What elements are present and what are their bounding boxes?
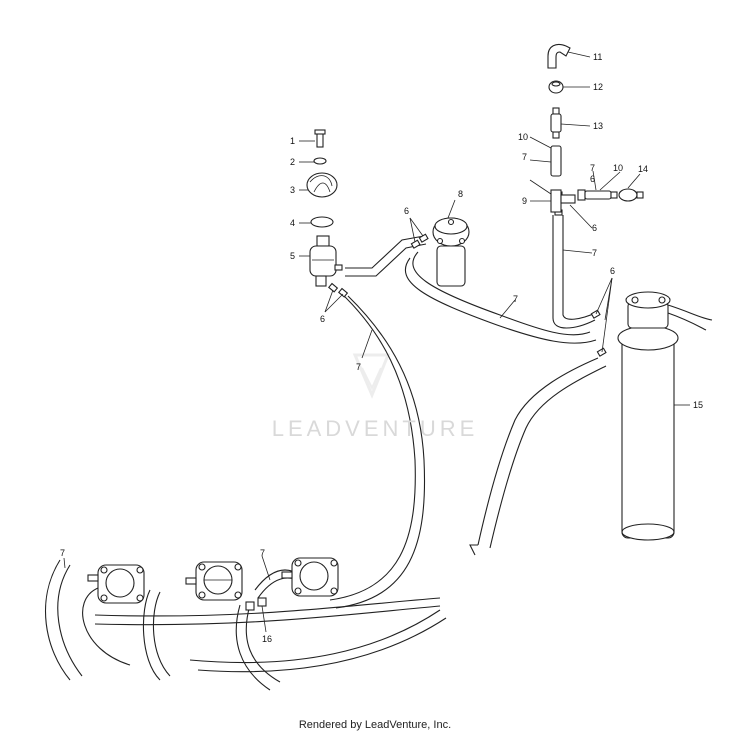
hose-clamps xyxy=(327,191,607,357)
filter-cap-part xyxy=(306,172,338,198)
callout-11: 11 xyxy=(593,52,602,62)
render-credit: Rendered by LeadVenture, Inc. xyxy=(298,719,452,731)
fuel-tank xyxy=(617,291,679,541)
callout-6: 6 xyxy=(320,314,325,324)
watermark-logo xyxy=(352,353,391,399)
tee-fitting-part xyxy=(550,189,576,213)
callout-6: 6 xyxy=(592,223,597,233)
callout-13: 13 xyxy=(593,121,603,131)
elbow-part xyxy=(547,43,571,69)
callout-10: 10 xyxy=(613,163,623,173)
callout-4: 4 xyxy=(290,218,295,228)
callout-7: 7 xyxy=(522,152,527,162)
check-valve-part xyxy=(550,107,562,139)
callout-7: 7 xyxy=(592,248,597,258)
callout-6: 6 xyxy=(404,206,409,216)
callout-7: 7 xyxy=(356,362,361,372)
callout-7: 7 xyxy=(513,294,518,304)
callout-8: 8 xyxy=(458,189,463,199)
fuel-pump-right xyxy=(291,557,339,597)
callout-16: 16 xyxy=(262,634,272,644)
hose-network xyxy=(44,215,713,691)
screw-part xyxy=(314,129,326,148)
fuel-line-segment xyxy=(550,145,562,177)
fuel-pump-left xyxy=(97,564,145,604)
watermark-text: LEADVENTURE xyxy=(271,416,479,441)
horizontal-fitting-assembly xyxy=(577,188,644,202)
pump-fittings xyxy=(87,571,293,611)
callout-2: 2 xyxy=(290,157,295,167)
callout-6: 6 xyxy=(610,266,615,276)
callout-7: 7 xyxy=(60,548,65,558)
seal-part xyxy=(310,216,334,228)
washer-part xyxy=(313,157,327,165)
fuel-pump-center xyxy=(195,561,243,601)
callout-3: 3 xyxy=(290,185,295,195)
callout-7: 7 xyxy=(590,163,595,173)
callout-6: 6 xyxy=(590,174,595,184)
callout-7: 7 xyxy=(260,548,265,558)
inline-fuel-filter xyxy=(309,235,337,287)
callout-15: 15 xyxy=(693,400,703,410)
nut-part xyxy=(548,80,564,94)
callout-12: 12 xyxy=(593,82,603,92)
callout-labels: 1 2 3 4 5 6 6 6 6 6 7 7 7 7 7 7 7 7 8 9 … xyxy=(60,52,703,644)
callout-1: 1 xyxy=(290,136,295,146)
callout-5: 5 xyxy=(290,251,295,261)
leader-lines xyxy=(63,51,690,633)
callout-14: 14 xyxy=(638,164,648,174)
callout-9: 9 xyxy=(522,196,527,206)
callout-10: 10 xyxy=(518,132,528,142)
fuel-filter-assembly xyxy=(432,217,470,287)
